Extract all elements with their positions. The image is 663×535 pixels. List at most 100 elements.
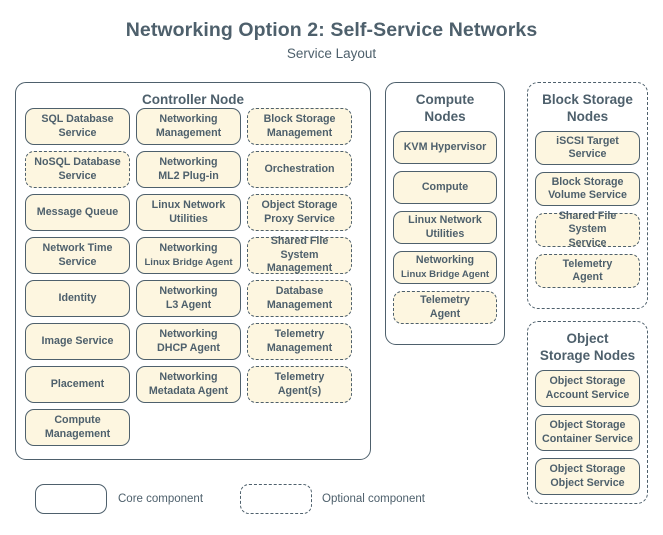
service-label-line2: Object Service — [550, 476, 625, 489]
group-block-storage-nodes-title-line1: Block Storage — [542, 92, 633, 107]
controller-service-col1-5[interactable]: Identity — [25, 280, 130, 317]
group-block-storage-nodes-title-line2: Nodes — [566, 109, 609, 124]
service-label-line1: Networking — [159, 285, 218, 297]
service-label-line1: Telemetry — [420, 294, 470, 306]
controller-service-col1-6[interactable]: Image Service — [25, 323, 130, 360]
group-object-storage-nodes-title-line2: Storage Nodes — [539, 348, 636, 363]
group-object-storage-nodes-title: Object Storage Nodes — [528, 322, 647, 366]
service-label-line2: Management — [266, 262, 333, 275]
service-label-line1: SQL Database — [41, 113, 114, 125]
service-label-line2: Service — [58, 169, 97, 182]
legend: Core component Optional component — [0, 478, 663, 520]
legend-core-swatch — [35, 484, 107, 514]
service-label-line1: Identity — [58, 291, 97, 304]
service-label-line1: Compute — [421, 180, 469, 193]
controller-service-col3-2[interactable]: Orchestration — [247, 151, 352, 188]
service-label-line1: Telemetry — [274, 328, 325, 340]
legend-optional-swatch — [240, 484, 312, 514]
service-label-line1: Networking — [415, 254, 475, 266]
service-label-line1: Networking — [159, 156, 218, 168]
service-label-line2: L3 Agent — [165, 298, 212, 311]
service-label-line2: Proxy Service — [264, 212, 335, 225]
service-label-line1: Networking — [159, 371, 218, 383]
service-label-line1: Image Service — [41, 334, 114, 347]
service-label-line1: Telemetry — [274, 371, 325, 383]
service-label-line2: Linux Bridge Agent — [400, 268, 490, 280]
compute-service-2[interactable]: Compute — [393, 171, 497, 204]
service-label-line1: Database — [275, 285, 324, 297]
service-label-line1: Message Queue — [36, 205, 119, 218]
service-label-line2: Management — [155, 126, 222, 139]
service-label-line2: Linux Bridge Agent — [144, 256, 233, 268]
service-label-line2: Agent — [429, 307, 461, 320]
compute-service-1[interactable]: KVM Hypervisor — [393, 131, 497, 164]
service-label-line2: Agent — [572, 271, 603, 283]
group-compute-nodes-title-line1: Compute — [415, 92, 475, 107]
service-label-line1: Object Storage — [261, 199, 338, 211]
service-label-line2: Agent(s) — [277, 384, 322, 397]
service-label-line1: Block Storage — [551, 175, 624, 188]
service-label-line1: Telemetry — [562, 257, 613, 270]
legend-optional-label: Optional component — [322, 493, 425, 505]
group-compute-nodes-title-line2: Nodes — [424, 109, 466, 124]
service-label-line2: Utilities — [425, 227, 465, 240]
controller-service-col1-3[interactable]: Message Queue — [25, 194, 130, 231]
service-label-line2: Account Service — [545, 388, 630, 401]
group-controller-node-title: Controller Node — [141, 92, 244, 107]
service-label-line2: Metadata Agent — [148, 384, 229, 397]
service-label-line1: Networking — [159, 242, 218, 254]
service-label-line1: Block Storage — [263, 113, 336, 125]
service-label-line1: Shared File System — [558, 209, 617, 236]
service-label-line1: Object Storage — [549, 463, 626, 475]
service-label-line2: Service — [568, 148, 607, 160]
legend-core-label: Core component — [118, 493, 204, 505]
service-label-line1: Compute — [54, 414, 101, 426]
controller-service-col1-7[interactable]: Placement — [25, 366, 130, 403]
page-subtitle: Service Layout — [286, 46, 377, 61]
service-label-line2: Utilities — [169, 212, 208, 225]
service-label-line2: Management — [266, 341, 333, 354]
group-compute-nodes-title: Compute Nodes — [386, 83, 504, 127]
service-label-line1: NoSQL Database — [34, 156, 121, 168]
service-label-line2: Service — [568, 236, 607, 249]
service-label-line2: DHCP Agent — [157, 341, 220, 354]
service-label-line1: Linux Network — [408, 214, 482, 226]
service-label-line1: Networking — [159, 113, 218, 125]
title-block: Networking Option 2: Self-Service Networ… — [0, 18, 663, 64]
service-label-line1: Network Time — [42, 242, 113, 254]
